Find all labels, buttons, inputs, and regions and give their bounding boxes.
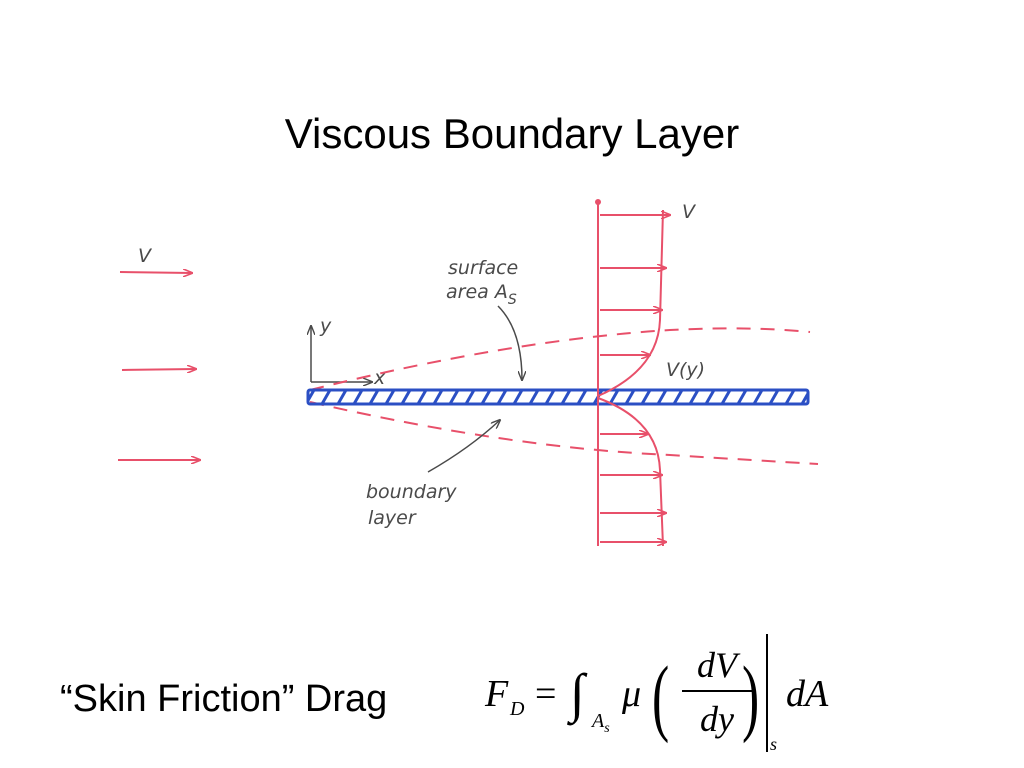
eq-left-paren: ( xyxy=(652,648,670,744)
eq-denominator: dy xyxy=(700,699,734,739)
velocity-profile xyxy=(595,199,670,547)
eq-evaluation-bar xyxy=(766,634,768,752)
eq-integral: ∫ xyxy=(570,663,585,723)
freestream-arrows xyxy=(118,272,200,460)
x-axis-label: x xyxy=(373,367,386,389)
eq-differential-area: dA xyxy=(786,673,829,715)
boundary-layer-edge-upper xyxy=(309,327,811,391)
eq-fraction-bar xyxy=(682,690,752,692)
surface-pointer-arrow xyxy=(497,305,522,380)
skin-friction-caption: “Skin Friction” Drag xyxy=(60,678,388,720)
surface-label-line2: area AS xyxy=(446,281,517,308)
eq-right-paren: ) xyxy=(742,648,760,744)
y-axis-label: y xyxy=(319,315,332,337)
boundary-label-line1: boundary xyxy=(366,481,457,503)
eq-force-subscript: D xyxy=(510,698,525,720)
profile-label: V xyxy=(682,201,697,223)
eq-evaluation-subscript: s xyxy=(770,734,778,754)
slide-title: Viscous Boundary Layer xyxy=(284,110,740,157)
freestream-label: V xyxy=(138,245,153,267)
eq-integral-bound: As xyxy=(592,710,610,736)
freestream-arrow xyxy=(121,369,196,370)
eq-equals: = xyxy=(535,673,557,715)
velocity-profile-label: V(y) xyxy=(666,359,705,381)
flat-plate xyxy=(306,388,810,406)
eq-force: F xyxy=(485,673,509,715)
boundary-pointer-arrow xyxy=(427,420,500,473)
boundary-layer-edge-lower xyxy=(309,401,819,465)
eq-numerator: dV xyxy=(697,645,737,685)
eq-viscosity: μ xyxy=(622,673,642,715)
drag-equation: F D = ∫ As μ ( dV dy ) s dA xyxy=(470,628,850,758)
boundary-label-line2: layer xyxy=(368,507,417,529)
freestream-arrow xyxy=(119,272,192,273)
boundary-layer-diagram: V y x V V(y) surface area AS boundary la… xyxy=(118,199,819,547)
surface-label-line1: surface xyxy=(448,257,518,279)
